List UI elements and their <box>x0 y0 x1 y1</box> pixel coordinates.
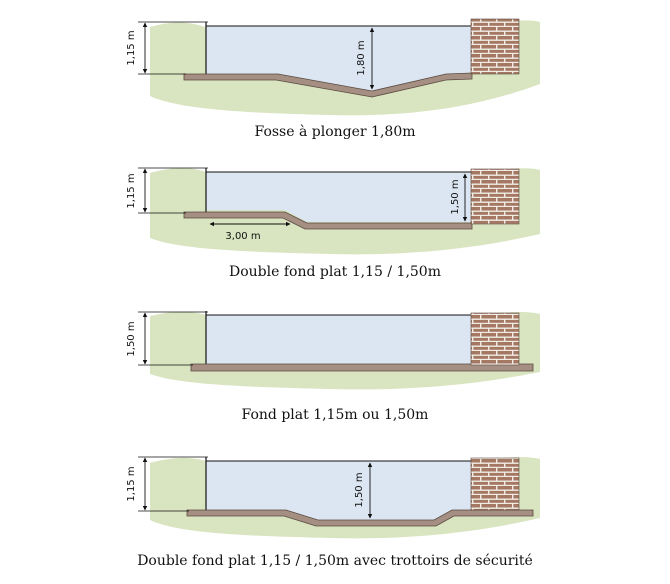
caption-flat-bottom: Fond plat 1,15m ou 1,50m <box>241 407 429 423</box>
water-deep <box>285 210 472 222</box>
dim-label-left: 1,15 m <box>126 30 137 65</box>
brick-wall <box>470 168 520 225</box>
pool-floor <box>186 509 534 527</box>
diagram-flat-bottom: 1,50 m <box>126 311 540 390</box>
brick-wall <box>470 457 520 511</box>
dim-label-length: 3,00 m <box>225 231 260 242</box>
dim-label-left: 1,15 m <box>126 466 137 501</box>
diagram-double-flat-bottom: 1,15 m 1,50 m 3,00 m <box>126 167 540 255</box>
water <box>206 26 472 76</box>
brick-wall <box>470 312 520 366</box>
water <box>206 315 472 365</box>
pool-floor <box>190 363 534 372</box>
pool-floor <box>183 211 473 230</box>
brick-wall <box>470 18 520 75</box>
diagram-diving-pit: 1,15 m 1,80 m <box>126 18 540 116</box>
caption-double-flat-bottom-walkways: Double fond plat 1,15 / 1,50m avec trott… <box>137 553 533 569</box>
dim-label-depth: 1,50 m <box>354 472 365 507</box>
dim-label-left: 1,15 m <box>126 173 137 208</box>
dim-label-depth: 1,50 m <box>450 179 461 214</box>
dim-label-left: 1,50 m <box>126 321 137 356</box>
water <box>206 461 472 510</box>
diagram-double-flat-bottom-walkways: 1,15 m 1,50 m <box>126 456 540 539</box>
caption-diving-pit: Fosse à plonger 1,80m <box>254 124 416 140</box>
pool-floor <box>183 72 473 98</box>
water <box>206 172 472 210</box>
dim-label-depth: 1,80 m <box>356 40 367 75</box>
caption-double-flat-bottom: Double fond plat 1,15 / 1,50m <box>229 264 441 280</box>
